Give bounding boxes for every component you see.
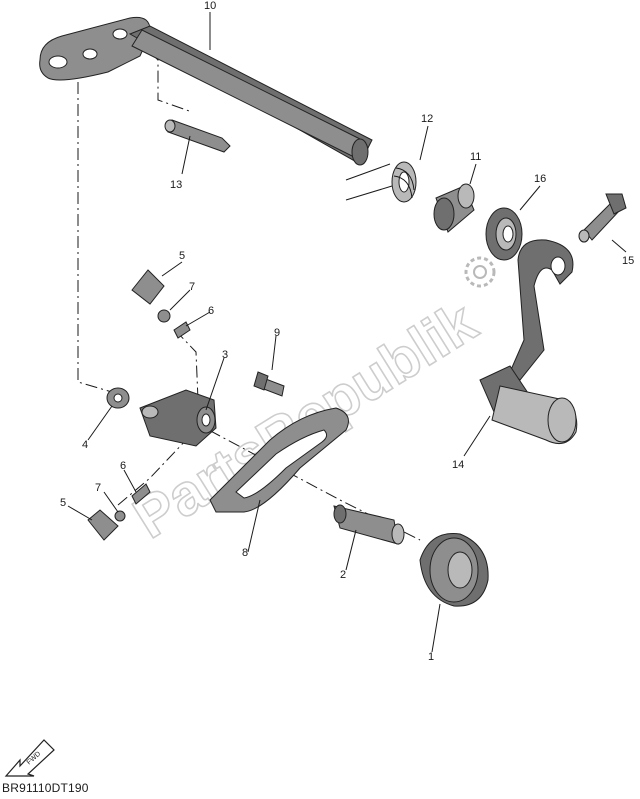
watermark-gear-icon [464, 256, 496, 288]
callout-13: 13 [170, 179, 182, 191]
callout-labels: 10 12 11 16 13 15 14 5 7 6 9 3 4 6 7 5 8… [60, 0, 634, 663]
callout-10: 10 [204, 0, 216, 12]
callout-9: 9 [274, 327, 280, 339]
pin-part-13 [164, 119, 231, 153]
callout-8: 8 [242, 547, 248, 559]
callout-14: 14 [452, 459, 464, 471]
callout-2: 2 [340, 569, 346, 581]
callout-7-lower: 7 [95, 482, 101, 494]
callout-11: 11 [470, 151, 481, 163]
shaft-part-2 [333, 504, 405, 545]
callout-3: 3 [222, 349, 228, 361]
callout-6-lower: 6 [120, 460, 126, 472]
nut-part-4 [106, 387, 130, 409]
bolt-part-6-lower [131, 483, 151, 505]
cover-part-1 [419, 533, 489, 607]
gasket-part-8 [209, 407, 349, 513]
callout-5-upper: 5 [179, 250, 185, 262]
callout-1: 1 [428, 651, 434, 663]
oil-seal-part-16 [485, 207, 523, 261]
callout-15: 15 [622, 255, 634, 267]
washer-part-7-upper [157, 309, 171, 323]
washer-part-7-lower [114, 510, 126, 522]
callout-16: 16 [534, 173, 546, 185]
shift-pedal-part-14 [479, 239, 578, 445]
cover-part-5-upper [131, 269, 165, 305]
collar-part-11 [433, 183, 475, 233]
leader-lines [67, 12, 627, 653]
callout-7-upper: 7 [189, 281, 195, 293]
shift-lever-part-3 [139, 389, 217, 447]
front-arrow-icon: FWD [4, 739, 55, 777]
callout-12: 12 [421, 113, 433, 125]
bolt-part-15 [578, 193, 627, 243]
bolt-part-6-upper [173, 321, 191, 339]
bolt-part-9 [253, 371, 285, 397]
shift-shaft-part-10 [39, 16, 373, 166]
callout-5-lower: 5 [60, 497, 66, 509]
diagram-code: BR91110DT190 [2, 781, 89, 795]
callout-6-upper: 6 [208, 305, 214, 317]
callout-4: 4 [82, 439, 88, 451]
spring-part-12 [345, 161, 417, 203]
cover-part-5-lower [87, 509, 119, 541]
